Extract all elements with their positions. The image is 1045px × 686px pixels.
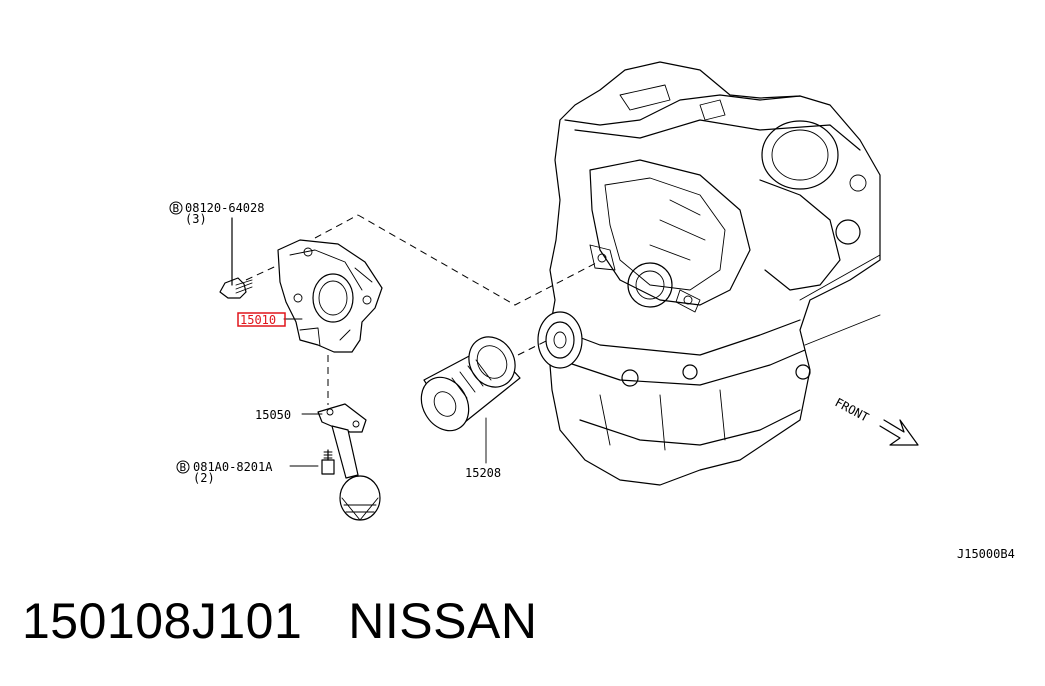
- part-number: 150108J101: [22, 593, 303, 649]
- front-arrow-icon: [879, 419, 919, 446]
- bolt-prefix-text-2: B: [180, 461, 187, 474]
- engine-block: [537, 61, 881, 486]
- bolt-1-part-label: 08120-64028: [185, 201, 264, 215]
- bolt-2-qty-label: (2): [193, 471, 215, 485]
- oil-pump-label-group: 15010: [237, 312, 303, 327]
- bolt-08120: [219, 217, 253, 299]
- bolt-prefix-text: B: [173, 202, 180, 215]
- strainer: [317, 403, 381, 521]
- oil-pump: [277, 239, 383, 353]
- bolt-prefix-badge-2: B: [176, 460, 190, 474]
- bolt-081A0: [289, 449, 335, 475]
- diagram-code: J15000B4: [957, 547, 1015, 561]
- brand-name: NISSAN: [348, 593, 538, 649]
- parts-diagram: B 08120-64028 (3) 15010 15050: [169, 61, 1015, 561]
- gasket-part-label: 15050: [255, 408, 291, 422]
- leader-lines: [245, 214, 599, 405]
- highlight-box: [237, 312, 286, 327]
- oil-pump-part-label[interactable]: 15010: [240, 313, 276, 327]
- bolt-2-part-label: 081A0-8201A: [193, 460, 273, 474]
- oil-filter: [420, 336, 521, 432]
- caption: 150108J101 NISSAN: [22, 596, 537, 646]
- bolt-1-qty-label: (3): [185, 212, 207, 226]
- front-label: FRONT: [833, 395, 871, 424]
- front-indicator: FRONT: [833, 395, 919, 446]
- oil-filter-part-label: 15208: [465, 466, 501, 480]
- bolt-prefix-badge-1: B: [169, 201, 183, 215]
